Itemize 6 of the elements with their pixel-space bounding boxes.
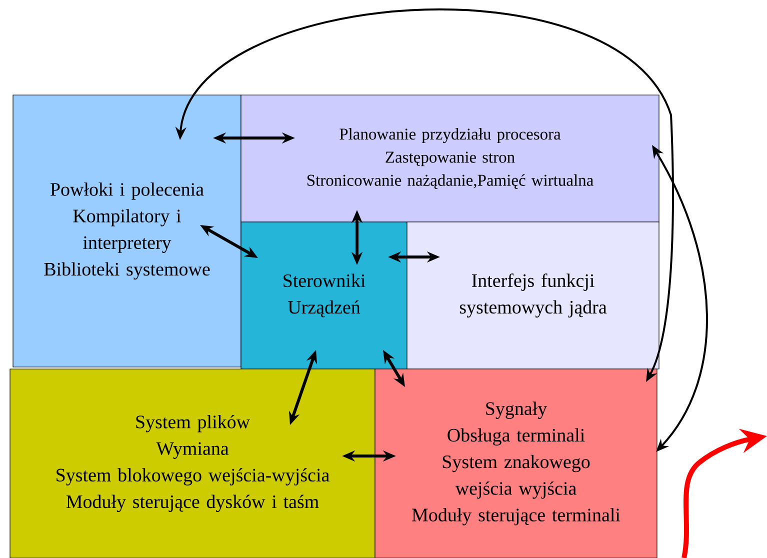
layer-box: Powłoki i polecenia Kompilatory i interpretery Biblioteki systemowe [12,94,242,368]
layer-box: Sterowniki Urządzeń [240,222,408,370]
layer-box: Planowanie przydziału procesora Zastępowanie stron Stronicowanie nażądanie,Pamięć wirtualna [240,94,660,222]
layer-box: Sygnały Obsługa terminali System znakowego wejścia wyjścia Moduły sterujące terminali [374,368,658,558]
layer-box: Interfejs funkcji systemowych jądra [406,222,660,370]
layer-box: System plików Wymiana System blokowego wejścia-wyjścia Moduły sterujące dysków i taśm [10,368,376,558]
